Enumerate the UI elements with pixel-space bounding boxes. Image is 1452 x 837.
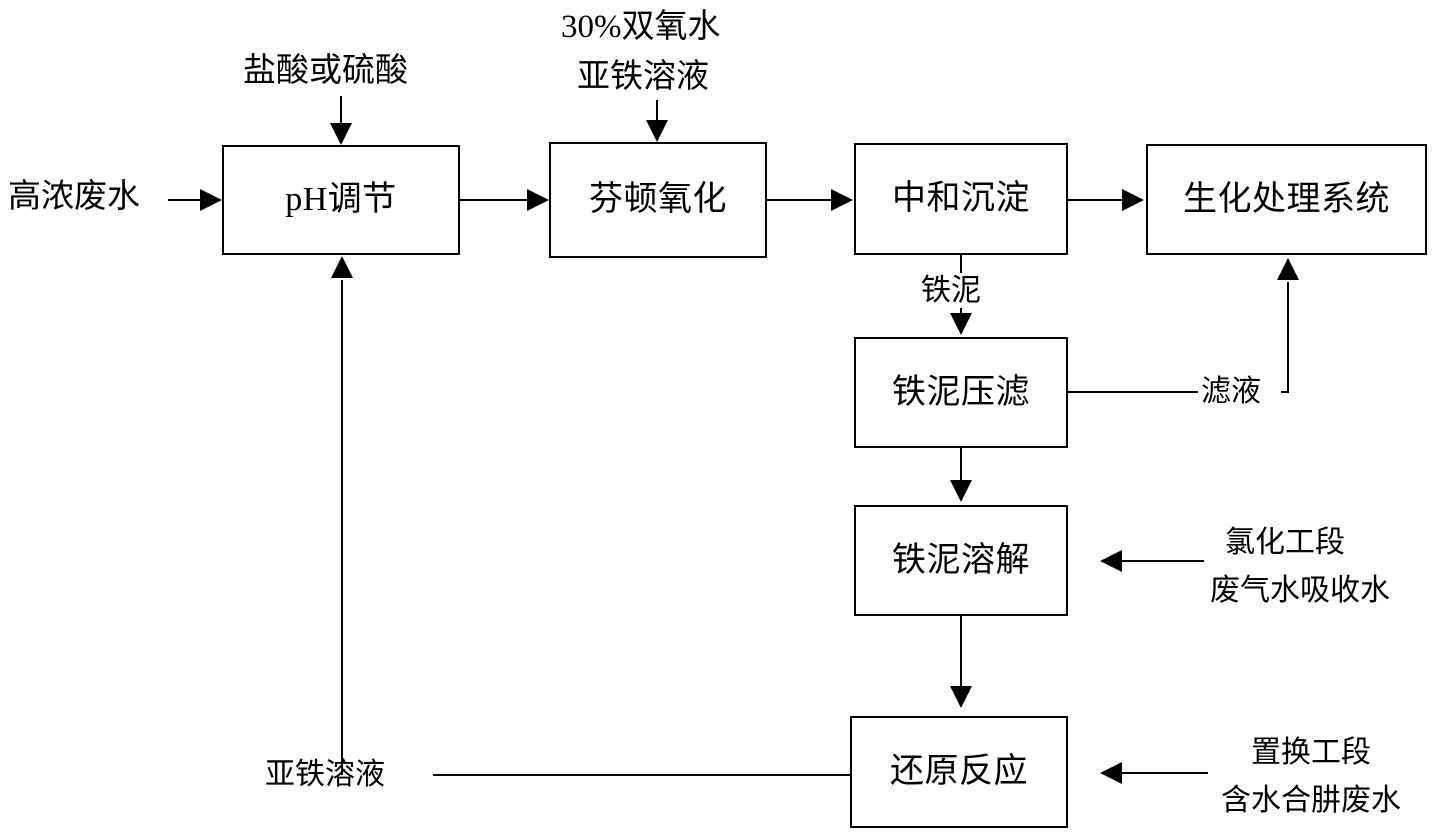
edge-peroxide-to-fenton-line: [656, 100, 658, 124]
edge-ph-to-fenton-arrow: [527, 189, 549, 211]
edge-dissolve-to-reduce-arrow: [950, 686, 972, 708]
edge-filtrate-to-bio-line: [1287, 282, 1289, 392]
edge-press-to-filtrate-line: [1068, 391, 1198, 393]
edge-neutralize-to-bio-line: [1068, 199, 1124, 201]
input-label-acid: 盐酸或硫酸: [240, 52, 411, 91]
input-label-influent: 高浓废水: [5, 178, 143, 217]
edge-filtrate-connector-line: [1281, 391, 1289, 393]
input-label-chlorination-line2: 废气水吸收水: [1207, 573, 1393, 609]
edge-dissolve-to-reduce-line: [960, 616, 962, 688]
edge-substitution-to-reduce-arrow: [1100, 762, 1122, 784]
node-iron-sludge-dissolution[interactable]: 铁泥溶解: [854, 505, 1068, 616]
node-iron-sludge-filter-press[interactable]: 铁泥压滤: [854, 337, 1068, 448]
input-label-substitution-line2: 含水合肼废水: [1218, 783, 1404, 819]
edge-ferrous-to-ph-line: [341, 280, 343, 775]
edge-peroxide-to-fenton-arrow: [646, 120, 668, 142]
node-reduction-reaction[interactable]: 还原反应: [850, 716, 1068, 828]
edge-neutralize-to-press-arrow: [950, 313, 972, 335]
edge-reduce-to-ferrous-line: [433, 774, 852, 776]
edge-press-to-dissolve-line: [960, 448, 962, 482]
stream-label-filtrate: 滤液: [1198, 374, 1264, 410]
edge-filtrate-to-bio-arrow: [1277, 258, 1299, 280]
edge-influent-to-ph-arrow: [200, 189, 222, 211]
node-neutralization-precipitation[interactable]: 中和沉淀: [854, 143, 1068, 255]
edge-neutralize-to-bio-arrow: [1122, 189, 1144, 211]
edge-acid-to-ph-arrow: [330, 123, 352, 145]
input-label-peroxide-line1: 30%双氧水: [558, 8, 724, 47]
edge-influent-to-ph-line: [168, 199, 204, 201]
edge-chlorination-to-dissolve-line: [1122, 560, 1204, 562]
edge-press-to-dissolve-arrow: [950, 480, 972, 502]
stream-label-ferrous-solution: 亚铁溶液: [262, 757, 388, 793]
input-label-chlorination-line1: 氯化工段: [1222, 525, 1348, 561]
edge-fenton-to-neutralize-line: [767, 199, 833, 201]
node-fenton-oxidation[interactable]: 芬顿氧化: [549, 142, 767, 258]
node-ph-adjustment[interactable]: pH调节: [222, 145, 460, 255]
node-biochemical-treatment-system[interactable]: 生化处理系统: [1146, 144, 1427, 255]
edge-acid-to-ph-line: [340, 96, 342, 128]
input-label-peroxide-line2: 亚铁溶液: [574, 58, 712, 97]
stream-label-iron-sludge: 铁泥: [918, 273, 984, 309]
edge-chlorination-to-dissolve-arrow: [1100, 550, 1122, 572]
edge-fenton-to-neutralize-arrow: [831, 189, 853, 211]
edge-ferrous-to-ph-arrow: [331, 256, 353, 278]
edge-ph-to-fenton-line: [460, 199, 530, 201]
edge-substitution-to-reduce-line: [1122, 772, 1208, 774]
input-label-substitution-line1: 置换工段: [1248, 735, 1374, 771]
